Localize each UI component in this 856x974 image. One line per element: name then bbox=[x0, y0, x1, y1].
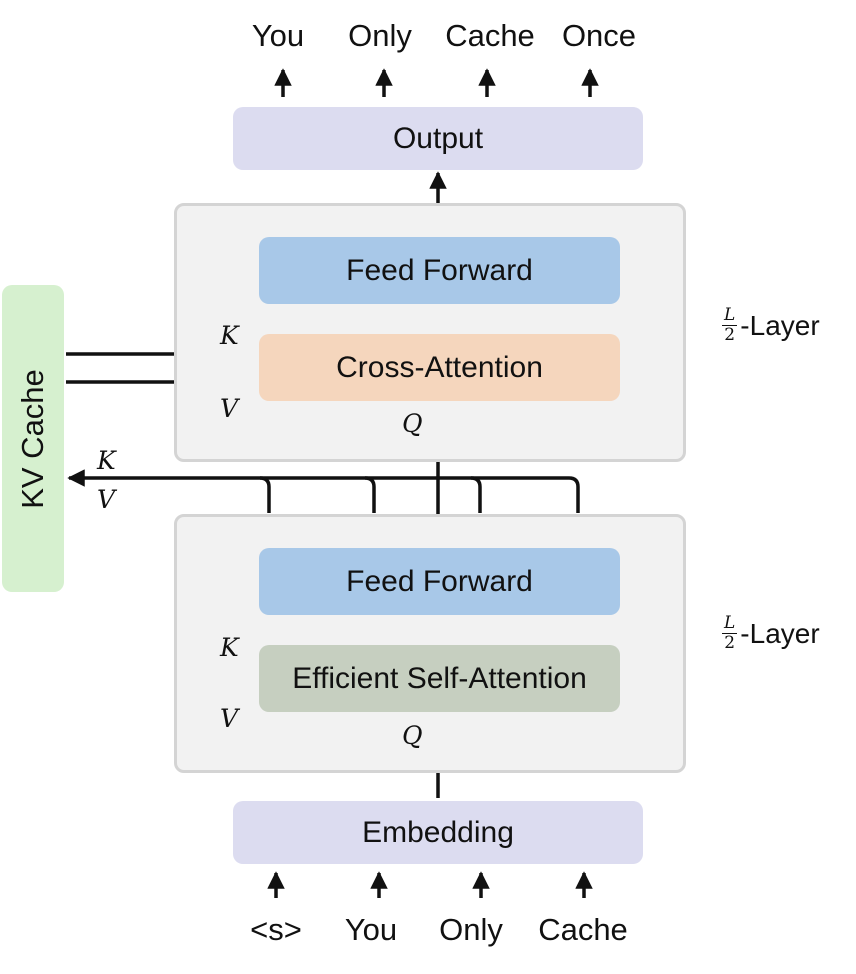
self-layer-count-label: L 2 -Layer bbox=[722, 614, 820, 653]
layer-fraction-numerator: L bbox=[722, 613, 738, 634]
input-token: Only bbox=[439, 912, 503, 947]
feed-forward-top-block: Feed Forward bbox=[259, 237, 620, 304]
layer-fraction: L 2 bbox=[722, 305, 738, 345]
feed-forward-bottom-label: Feed Forward bbox=[346, 564, 533, 598]
kv-cache-label-wrap: KV Cache bbox=[2, 285, 64, 592]
self-attention-block: Efficient Self-Attention bbox=[259, 645, 620, 712]
input-token: You bbox=[344, 912, 398, 947]
self-attention-label: Efficient Self-Attention bbox=[292, 661, 587, 695]
output-token: Only bbox=[348, 18, 412, 53]
self-k-label: K bbox=[220, 633, 239, 662]
feed-forward-bottom-block: Feed Forward bbox=[259, 548, 620, 615]
output-token: Once bbox=[561, 18, 637, 53]
output-token: Cache bbox=[445, 18, 535, 53]
layer-fraction: L 2 bbox=[722, 613, 738, 653]
layer-fraction-denominator: 2 bbox=[724, 633, 736, 653]
input-token: <s> bbox=[250, 912, 302, 947]
output-block: Output bbox=[233, 107, 643, 170]
cross-layer-count-label: L 2 -Layer bbox=[722, 306, 820, 345]
cross-attention-block: Cross-Attention bbox=[259, 334, 620, 401]
cross-attention-label: Cross-Attention bbox=[336, 350, 543, 384]
layer-fraction-numerator: L bbox=[722, 305, 738, 326]
cross-q-label: Q bbox=[402, 409, 423, 438]
kv-cache-block bbox=[2, 285, 64, 592]
output-label: Output bbox=[392, 121, 484, 155]
feed-forward-top-label: Feed Forward bbox=[346, 253, 533, 287]
layer-fraction-denominator: 2 bbox=[724, 325, 736, 345]
bus-v-label: V bbox=[97, 485, 116, 514]
embedding-block: Embedding bbox=[233, 801, 643, 864]
kv-cache-label: KV Cache bbox=[15, 368, 51, 509]
embedding-label: Embedding bbox=[362, 815, 514, 849]
cross-k-label: K bbox=[220, 321, 239, 350]
layer-suffix: -Layer bbox=[740, 309, 820, 341]
cross-v-label: V bbox=[220, 394, 239, 423]
bus-k-label: K bbox=[97, 446, 116, 475]
input-token: Cache bbox=[538, 912, 628, 947]
output-token: You bbox=[251, 18, 305, 53]
layer-suffix: -Layer bbox=[740, 617, 820, 649]
self-v-label: V bbox=[220, 704, 239, 733]
self-q-label: Q bbox=[402, 721, 423, 750]
